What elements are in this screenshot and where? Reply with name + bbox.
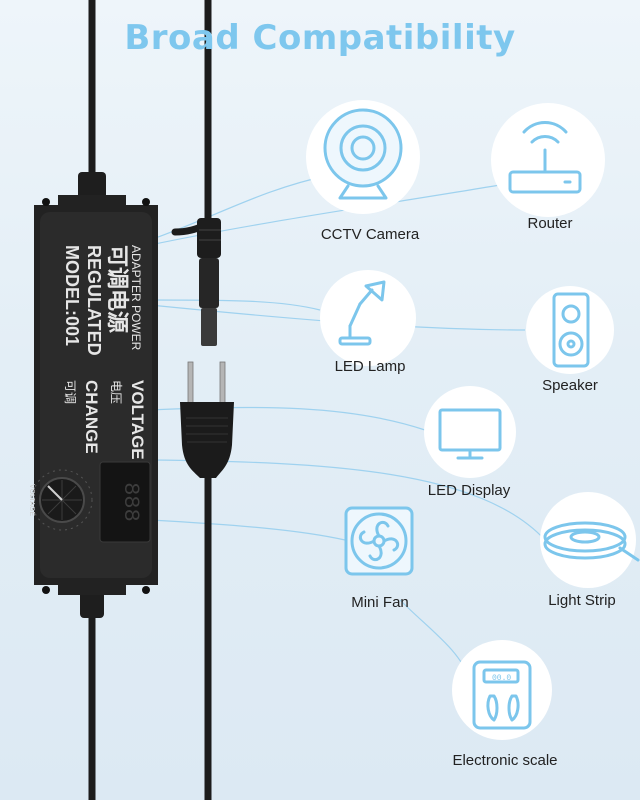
light-strip-icon — [543, 521, 640, 562]
adapter-text-chinese-voltage: 电压 — [109, 380, 123, 404]
label-electronic-scale: Electronic scale — [452, 752, 558, 769]
label-led-display: LED Display — [427, 482, 511, 499]
cable-strain-relief-bottom — [80, 590, 104, 618]
label-led-lamp: LED Lamp — [334, 358, 406, 375]
knob-label: VOLTAGE — [28, 484, 35, 516]
label-speaker: Speaker — [542, 377, 598, 394]
dc-plug — [197, 218, 221, 346]
speaker-badge — [526, 286, 614, 374]
adapter-text-voltage: VOLTAGE — [128, 380, 147, 460]
voltage-display — [99, 461, 151, 543]
led-display-badge — [424, 386, 516, 478]
adapter-text-change: CHANGE — [82, 380, 101, 454]
cables — [88, 0, 212, 800]
speaker-icon — [552, 292, 590, 368]
label-mini-fan: Mini Fan — [351, 594, 409, 611]
page-title: Broad Compatibility — [124, 18, 516, 58]
label-router: Router — [527, 215, 573, 232]
led-lamp-icon — [338, 280, 386, 346]
router-icon — [508, 121, 582, 194]
router-badge — [491, 103, 605, 217]
mini-fan-icon — [344, 506, 414, 576]
led-lamp-badge — [320, 270, 416, 366]
power-adapter: ADAPTER POWER 可调电源 REGULATED MODEL:001 V… — [28, 195, 158, 595]
scale-readout: 00.0 — [492, 674, 511, 683]
label-cctv-camera: CCTV Camera — [320, 226, 420, 243]
led-display-icon — [438, 408, 502, 460]
voltage-display-digits: 888 — [118, 482, 143, 522]
electronic-scale-badge — [452, 640, 552, 740]
electronic-scale-icon — [472, 660, 532, 730]
knob-scale — [31, 469, 93, 531]
adapter-text-chinese-power: 可调电源 — [105, 245, 130, 333]
cable-strain-relief-top — [78, 172, 106, 202]
light-strip-badge — [540, 492, 636, 588]
cctv-camera-icon — [323, 108, 403, 200]
adapter-text-model: MODEL:001 — [62, 245, 82, 346]
label-light-strip: Light Strip — [548, 592, 616, 609]
adapter-text-regulated: REGULATED — [84, 245, 104, 356]
ac-plug — [180, 361, 234, 478]
adapter-text-chinese-adjust: 可调 — [63, 380, 77, 404]
device-badges — [306, 100, 636, 740]
adapter-text-adapter-power: ADAPTER POWER — [129, 245, 143, 351]
